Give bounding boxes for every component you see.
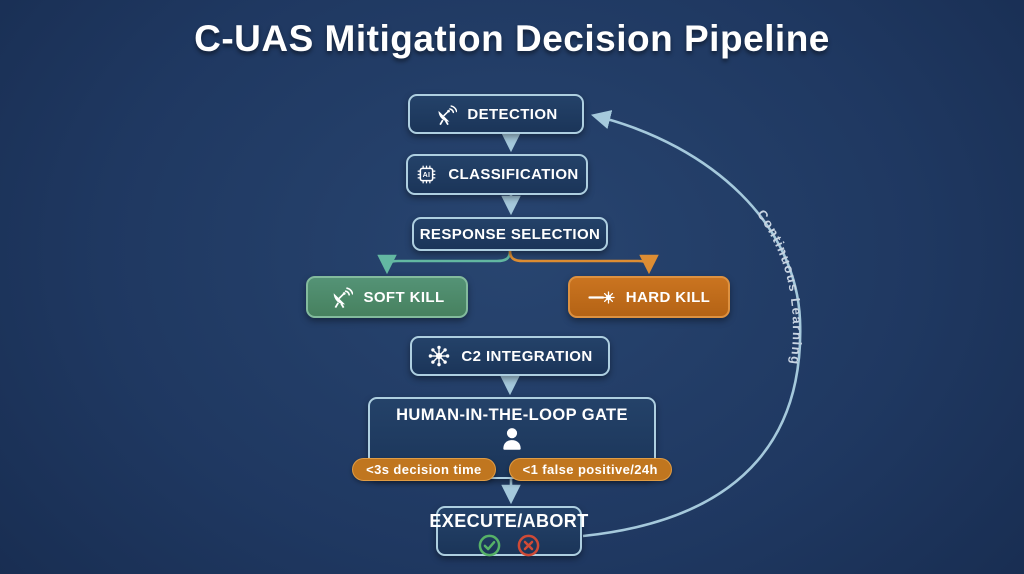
- continuous-learning-arc: [582, 110, 802, 538]
- network-hub-icon: [427, 344, 451, 368]
- gate-title: HUMAN-IN-THE-LOOP GATE: [396, 406, 628, 424]
- check-circle-icon: [478, 534, 501, 557]
- x-circle-icon: [517, 534, 540, 557]
- node-c2-integration: C2 INTEGRATION: [410, 336, 610, 376]
- node-label: DETECTION: [467, 105, 558, 123]
- continuous-learning-label: Continuous Learning: [754, 207, 805, 367]
- gate-badges: <3s decision time <1 false positive/24h: [352, 458, 672, 481]
- node-human-gate: HUMAN-IN-THE-LOOP GATE <3s decision time…: [352, 397, 672, 481]
- svg-text:AI: AI: [423, 171, 431, 179]
- node-label: C2 INTEGRATION: [461, 347, 593, 365]
- ai-chip-icon: AI: [415, 163, 438, 186]
- node-label: CLASSIFICATION: [448, 166, 579, 183]
- satellite-dish-icon: [434, 103, 457, 126]
- node-soft-kill: SOFT KILL: [306, 276, 468, 318]
- execute-abort-icons: [478, 534, 540, 557]
- connector-response-softkill: [377, 250, 512, 275]
- page-title: C-UAS Mitigation Decision Pipeline: [194, 18, 830, 59]
- person-icon: [497, 427, 527, 453]
- satellite-dish-icon: [329, 285, 353, 309]
- node-label: SOFT KILL: [363, 288, 445, 306]
- node-hard-kill: HARD KILL: [568, 276, 730, 318]
- node-label: HARD KILL: [625, 288, 711, 306]
- laser-icon: [588, 289, 616, 306]
- node-label: EXECUTE/ABORT: [429, 510, 589, 531]
- node-label: RESPONSE SELECTION: [419, 225, 601, 243]
- node-response-selection: RESPONSE SELECTION: [412, 217, 608, 251]
- node-classification: AI CLASSIFICATION: [406, 154, 588, 195]
- connector-response-hardkill: [508, 250, 659, 275]
- decision-time-badge: <3s decision time: [352, 458, 496, 481]
- false-positive-badge: <1 false positive/24h: [508, 458, 672, 481]
- node-execute-abort: EXECUTE/ABORT: [429, 506, 588, 557]
- node-detection: DETECTION: [408, 94, 584, 134]
